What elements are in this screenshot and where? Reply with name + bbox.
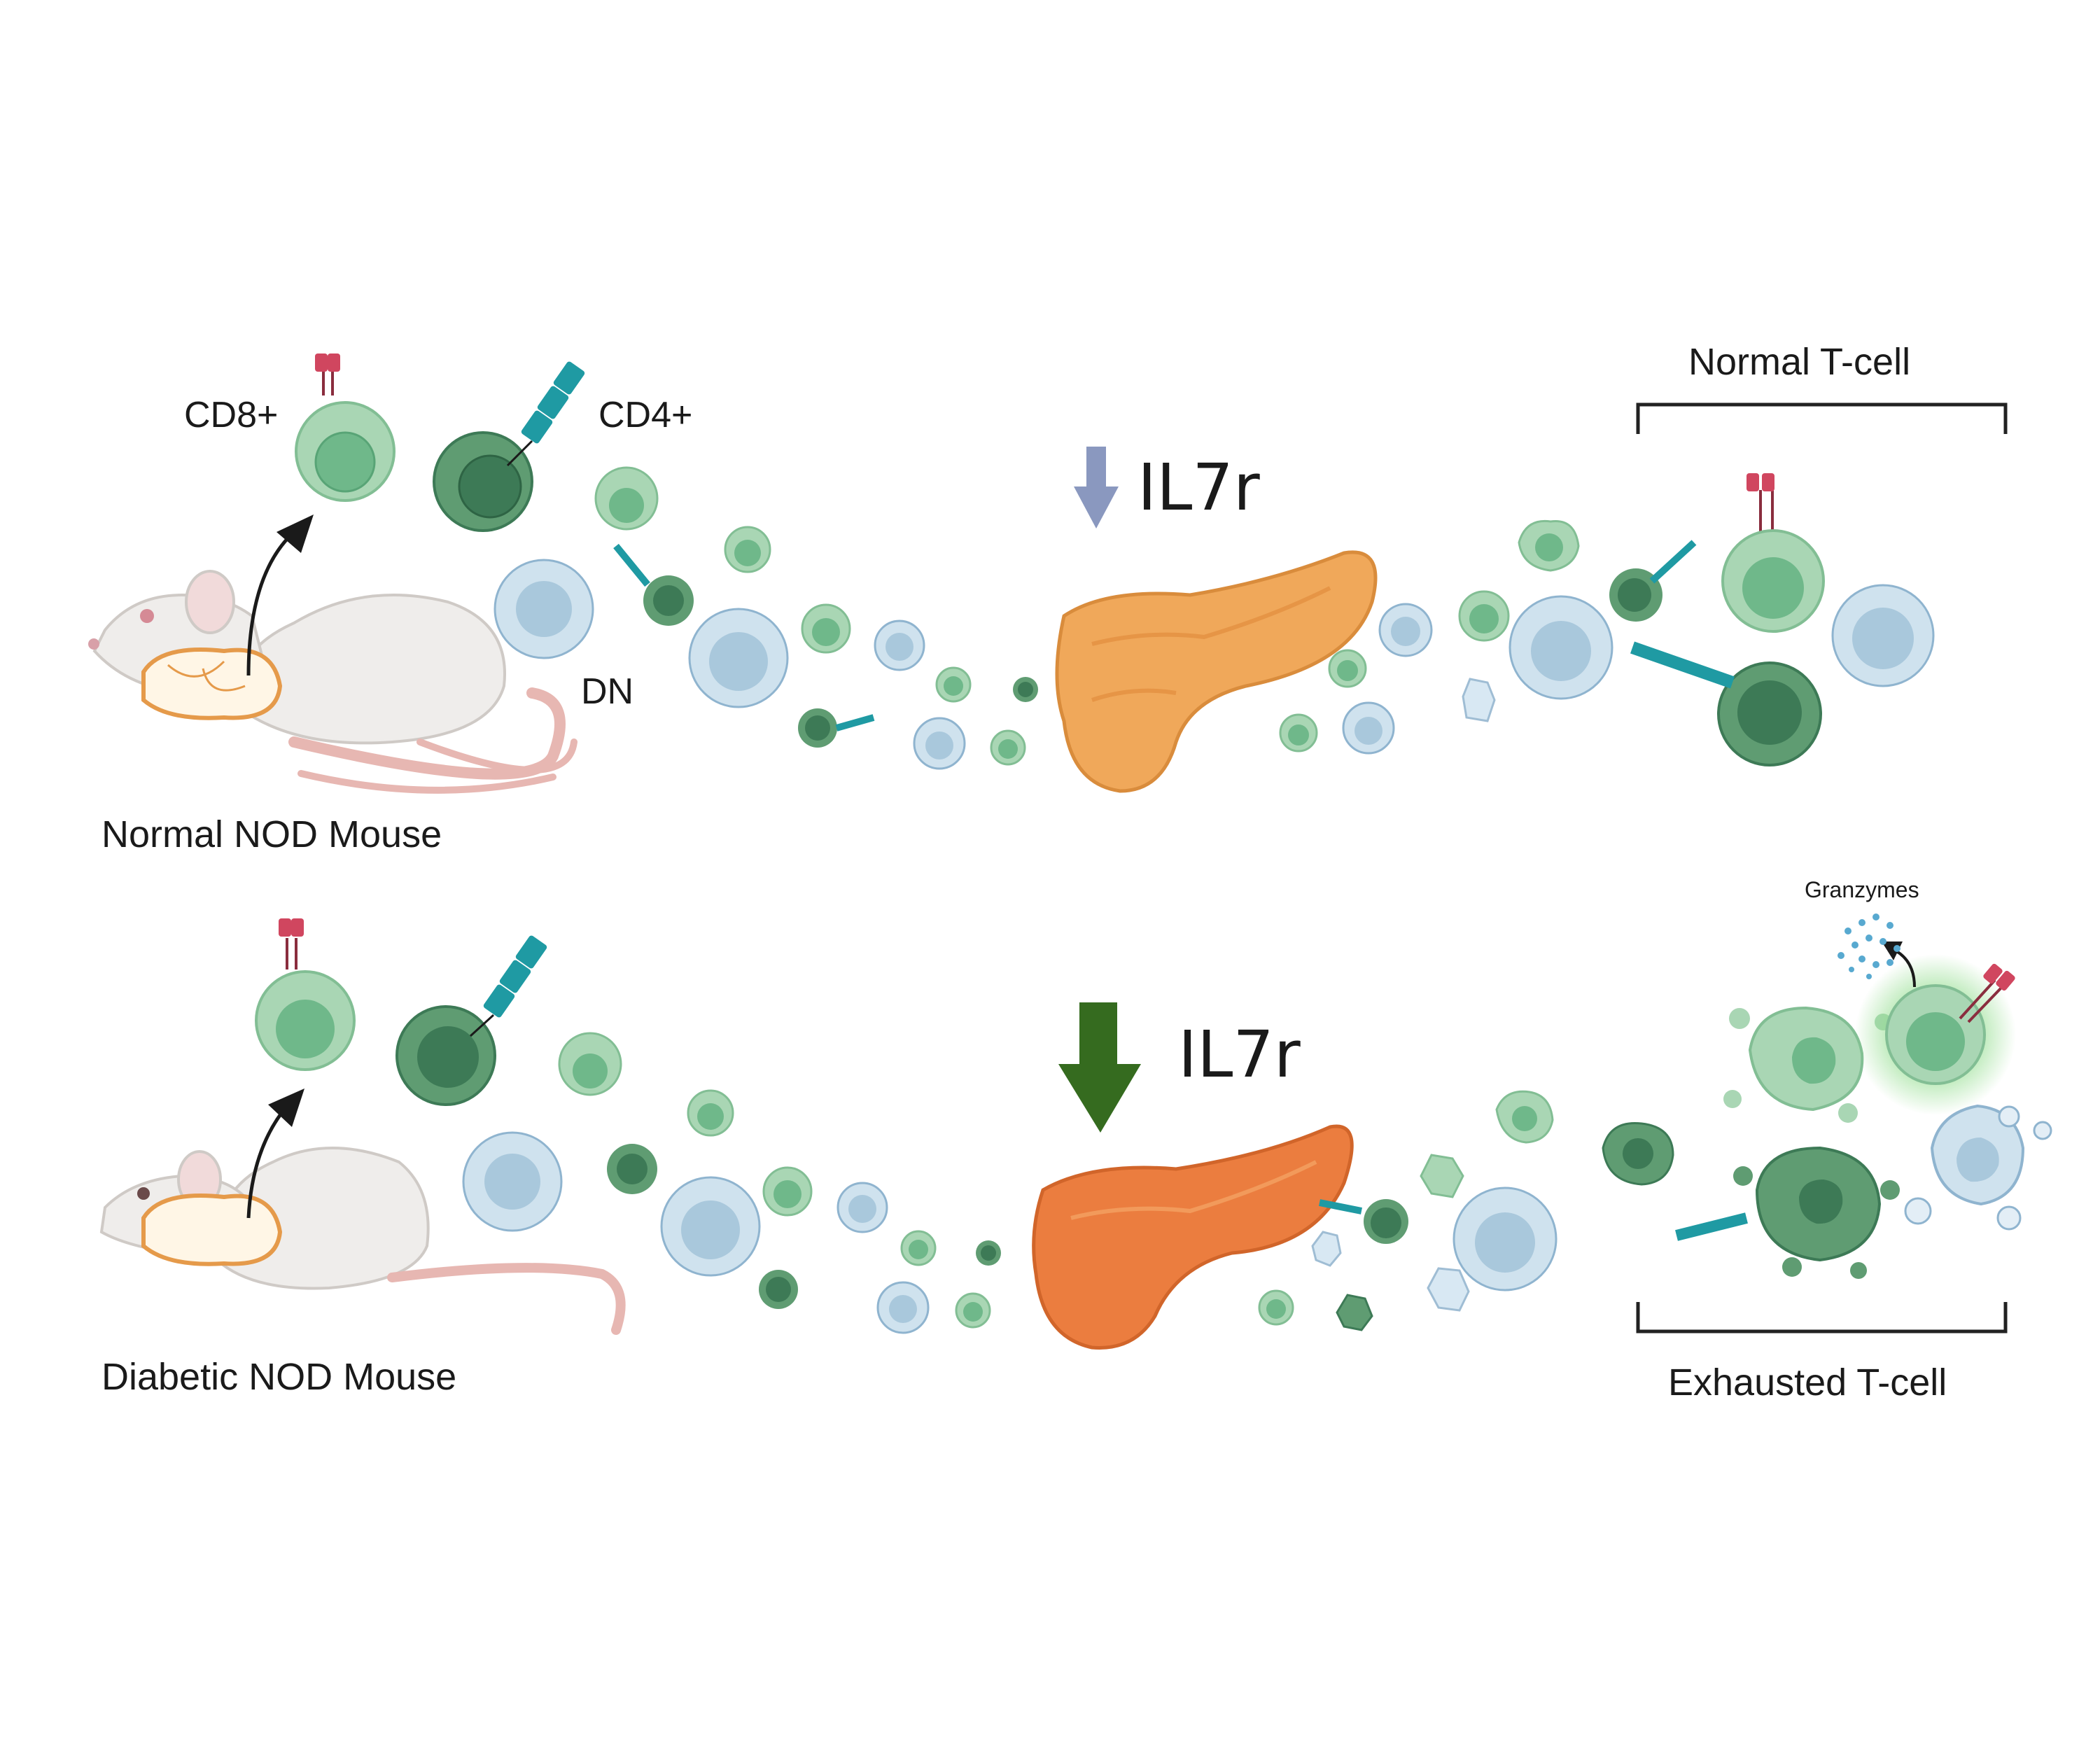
normal-mouse-label: Normal NOD Mouse [102,813,442,855]
bracket-icon [1636,402,2008,434]
cell-stream-bottom [558,1032,1001,1334]
dn-tcell-bottom-icon [462,1131,563,1232]
cell-stream-top [594,466,1038,770]
exhausted-tcell-label: Exhausted T-cell [1668,1362,1947,1404]
mouse-pancreas-icon [141,648,283,720]
pancreas-icon [1055,550,1378,793]
cd4-tcell-icon [433,361,585,532]
cd8-label: CD8+ [184,395,278,435]
cell-stream-bottom-right [1258,1090,1674,1331]
bracket-bottom-icon [1636,1302,2008,1334]
normal-tcell-icon [1630,473,1935,766]
cd8-tcell-icon [295,354,396,502]
il7r-label-top: IL7r [1138,450,1260,525]
arrow-icon-bottom [246,1088,304,1219]
il7r-label-bottom: IL7r [1178,1017,1301,1092]
cd8-tcell-bottom-icon [255,918,356,1071]
granzyme-dots-icon [1837,913,1900,979]
granzymes-label: Granzymes [1805,877,1919,902]
diabetic-mouse-pancreas-icon [141,1194,283,1266]
down-arrow-icon [1074,447,1119,528]
cd4-label: CD4+ [598,395,692,435]
cell-stream-top-right [1279,519,1697,755]
dn-tcell-icon [493,559,594,659]
granzyme-cell-icon [1855,941,2016,1115]
dn-label: DN [581,671,634,712]
diabetic-mouse-label: Diabetic NOD Mouse [102,1356,456,1398]
exhausted-tcell-icon [1675,1006,2052,1279]
down-arrow-bottom-icon [1058,1002,1141,1133]
normal-tcell-label: Normal T-cell [1688,341,1910,383]
pancreas-diabetic-icon [1032,1124,1354,1350]
cd4-tcell-bottom-icon [396,935,547,1106]
arrow-icon [246,514,314,676]
